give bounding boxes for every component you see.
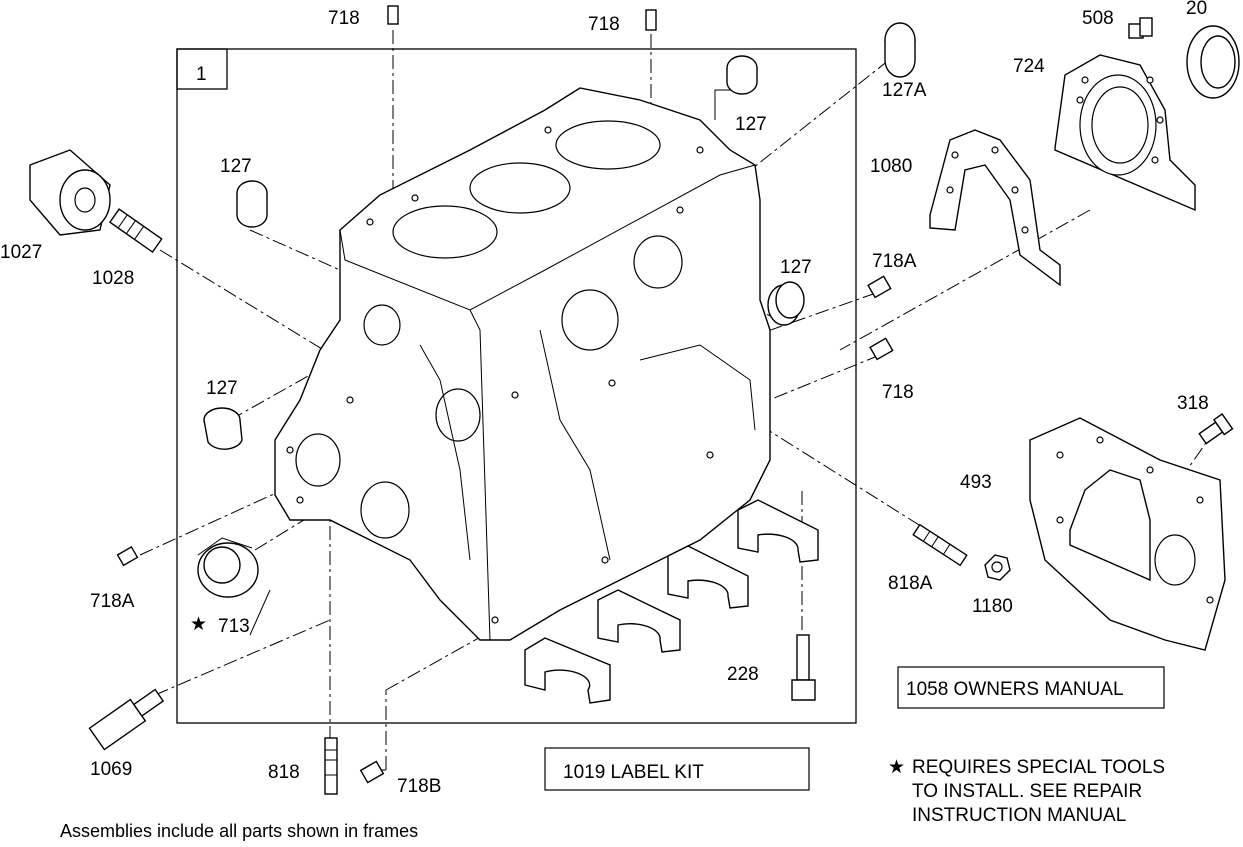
part-label-1080: 1080 xyxy=(870,156,912,177)
part-label-1069: 1069 xyxy=(90,759,132,780)
dowel-pins xyxy=(116,5,894,784)
oil-seal-20 xyxy=(1186,25,1240,99)
part-label-718a: 718A xyxy=(90,591,135,612)
stud-818a xyxy=(912,523,968,567)
special-tools-note-line1: REQUIRES SPECIAL TOOLS xyxy=(912,757,1165,778)
stud-818 xyxy=(324,737,338,795)
part-label-818: 818 xyxy=(268,762,300,783)
assembly-frame xyxy=(176,48,857,724)
part-label-508: 508 xyxy=(1082,8,1114,29)
special-tools-note-line3: INSTRUCTION MANUAL xyxy=(912,805,1126,826)
label-kit-label: 1019 LABEL KIT xyxy=(563,762,704,783)
bearing-caps xyxy=(524,499,819,704)
part-label-493: 493 xyxy=(960,472,992,493)
part-label-718: 718 xyxy=(882,382,914,403)
star-icon: ★ xyxy=(190,614,207,635)
part-label-713: 713 xyxy=(218,616,250,637)
owners-manual-label: 1058 OWNERS MANUAL xyxy=(906,679,1124,700)
part-label-718: 718 xyxy=(328,8,360,29)
part-label-718a: 718A xyxy=(872,251,917,272)
dowel-718a-right xyxy=(867,275,892,299)
part-label-724: 724 xyxy=(1013,56,1045,77)
frames-note: Assemblies include all parts shown in fr… xyxy=(60,821,418,841)
part-label-127a: 127A xyxy=(882,80,927,101)
cylinder-block xyxy=(274,87,771,641)
fitting-1069 xyxy=(88,688,165,751)
star-icon: ★ xyxy=(888,757,905,778)
special-tools-note-line2: TO INSTALL. SEE REPAIR xyxy=(912,781,1142,802)
bolt-318 xyxy=(1198,413,1234,445)
part-label-127: 127 xyxy=(206,378,238,399)
dowel-718-right xyxy=(869,337,894,361)
label-kit-box xyxy=(544,747,810,791)
back-plate-493 xyxy=(1029,417,1226,651)
part-label-127: 127 xyxy=(220,156,252,177)
part-label-718: 718 xyxy=(588,14,620,35)
part-label-1027: 1027 xyxy=(0,242,42,263)
screw-508 xyxy=(1128,17,1153,39)
cam-bushing-713 xyxy=(197,537,259,598)
gasket-1080 xyxy=(929,129,1061,287)
dowel-718-top-left xyxy=(387,5,399,25)
part-label-20: 20 xyxy=(1186,0,1207,19)
part-label-228: 228 xyxy=(727,664,759,685)
part-label-1180: 1180 xyxy=(972,596,1013,617)
expansion-plugs xyxy=(203,22,916,450)
part-labels: 718 718 127A 127 127 127 127 508 20 724 … xyxy=(0,0,1209,797)
nut-1180 xyxy=(984,554,1011,581)
part-label-127: 127 xyxy=(780,257,812,278)
part-label-718b: 718B xyxy=(397,776,441,797)
part-label-127: 127 xyxy=(735,114,767,135)
dowel-718a-left xyxy=(116,545,139,567)
part-label-318: 318 xyxy=(1177,393,1209,414)
oil-filter-1027 xyxy=(29,149,111,236)
part-label-1028: 1028 xyxy=(92,268,134,289)
fitting-1028 xyxy=(108,208,163,254)
frame-number-box xyxy=(176,48,228,90)
part-label-818a: 818A xyxy=(888,573,933,594)
dowel-718b xyxy=(359,760,385,784)
dowel-718-top-mid xyxy=(645,9,657,31)
bolt-228 xyxy=(791,634,816,701)
frame-number: 1 xyxy=(196,64,207,85)
seal-retainer-724 xyxy=(1054,54,1196,212)
owners-manual-box xyxy=(897,666,1165,709)
